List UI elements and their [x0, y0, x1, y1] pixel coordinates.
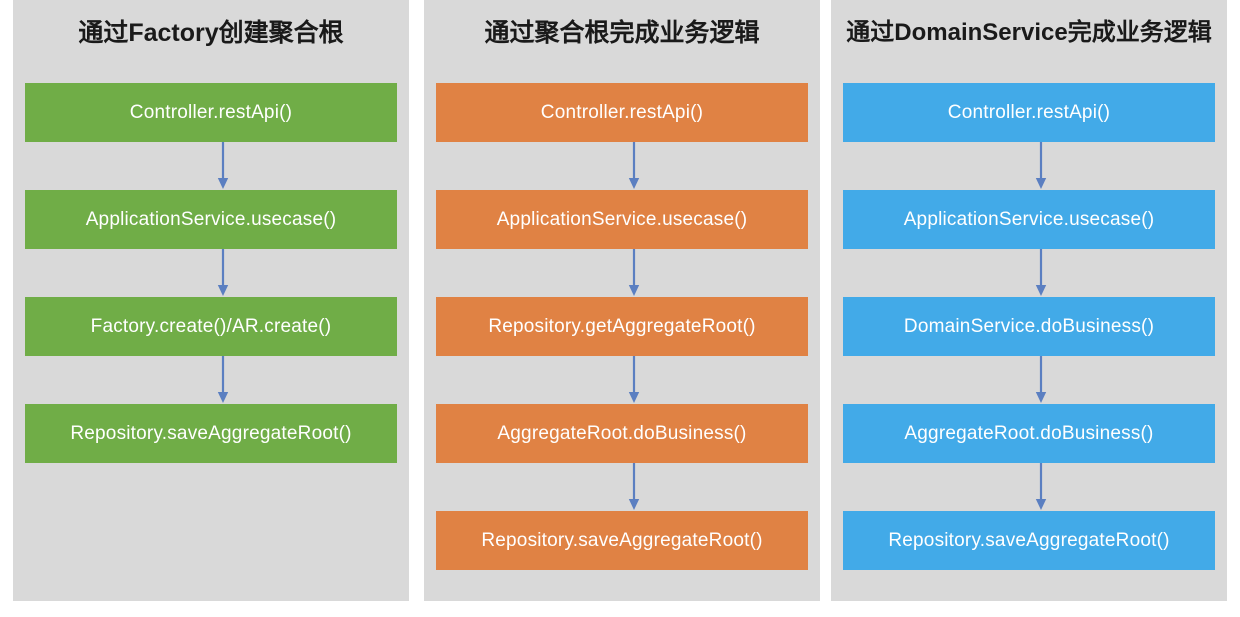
node-repository-saveaggregateroot[interactable]: Repository.saveAggregateRoot() [25, 404, 397, 463]
flow-column-factory: 通过Factory创建聚合根 Controller.restApi() Appl… [13, 0, 409, 601]
node-applicationservice-usecase[interactable]: ApplicationService.usecase() [25, 190, 397, 249]
node-applicationservice-usecase[interactable]: ApplicationService.usecase() [843, 190, 1215, 249]
arrow-down-icon [1034, 463, 1048, 511]
arrow-down-icon [627, 142, 641, 190]
flow-column-domain-service: 通过DomainService完成业务逻辑 Controller.restApi… [831, 0, 1227, 601]
node-repository-saveaggregateroot[interactable]: Repository.saveAggregateRoot() [436, 511, 808, 570]
arrow-down-icon [216, 142, 230, 190]
arrow-down-icon [216, 356, 230, 404]
arrow-down-icon [1034, 142, 1048, 190]
column-title-factory: 通过Factory创建聚合根 [78, 19, 344, 47]
node-controller-restapi[interactable]: Controller.restApi() [436, 83, 808, 142]
arrow-down-icon [627, 356, 641, 404]
arrow-down-icon [1034, 356, 1048, 404]
flow-column-aggregate-root: 通过聚合根完成业务逻辑 Controller.restApi() Applica… [424, 0, 820, 601]
node-aggregateroot-dobusiness[interactable]: AggregateRoot.doBusiness() [843, 404, 1215, 463]
arrow-down-icon [627, 463, 641, 511]
arrow-down-icon [627, 249, 641, 297]
arrow-down-icon [1034, 249, 1048, 297]
node-aggregateroot-dobusiness[interactable]: AggregateRoot.doBusiness() [436, 404, 808, 463]
node-domainservice-dobusiness[interactable]: DomainService.doBusiness() [843, 297, 1215, 356]
column-title-aggregate-root: 通过聚合根完成业务逻辑 [484, 19, 760, 47]
node-factory-create[interactable]: Factory.create()/AR.create() [25, 297, 397, 356]
node-applicationservice-usecase[interactable]: ApplicationService.usecase() [436, 190, 808, 249]
node-controller-restapi[interactable]: Controller.restApi() [25, 83, 397, 142]
arrow-down-icon [216, 249, 230, 297]
node-repository-getaggregateroot[interactable]: Repository.getAggregateRoot() [436, 297, 808, 356]
node-controller-restapi[interactable]: Controller.restApi() [843, 83, 1215, 142]
node-repository-saveaggregateroot[interactable]: Repository.saveAggregateRoot() [843, 511, 1215, 570]
column-title-domain-service: 通过DomainService完成业务逻辑 [846, 19, 1212, 46]
